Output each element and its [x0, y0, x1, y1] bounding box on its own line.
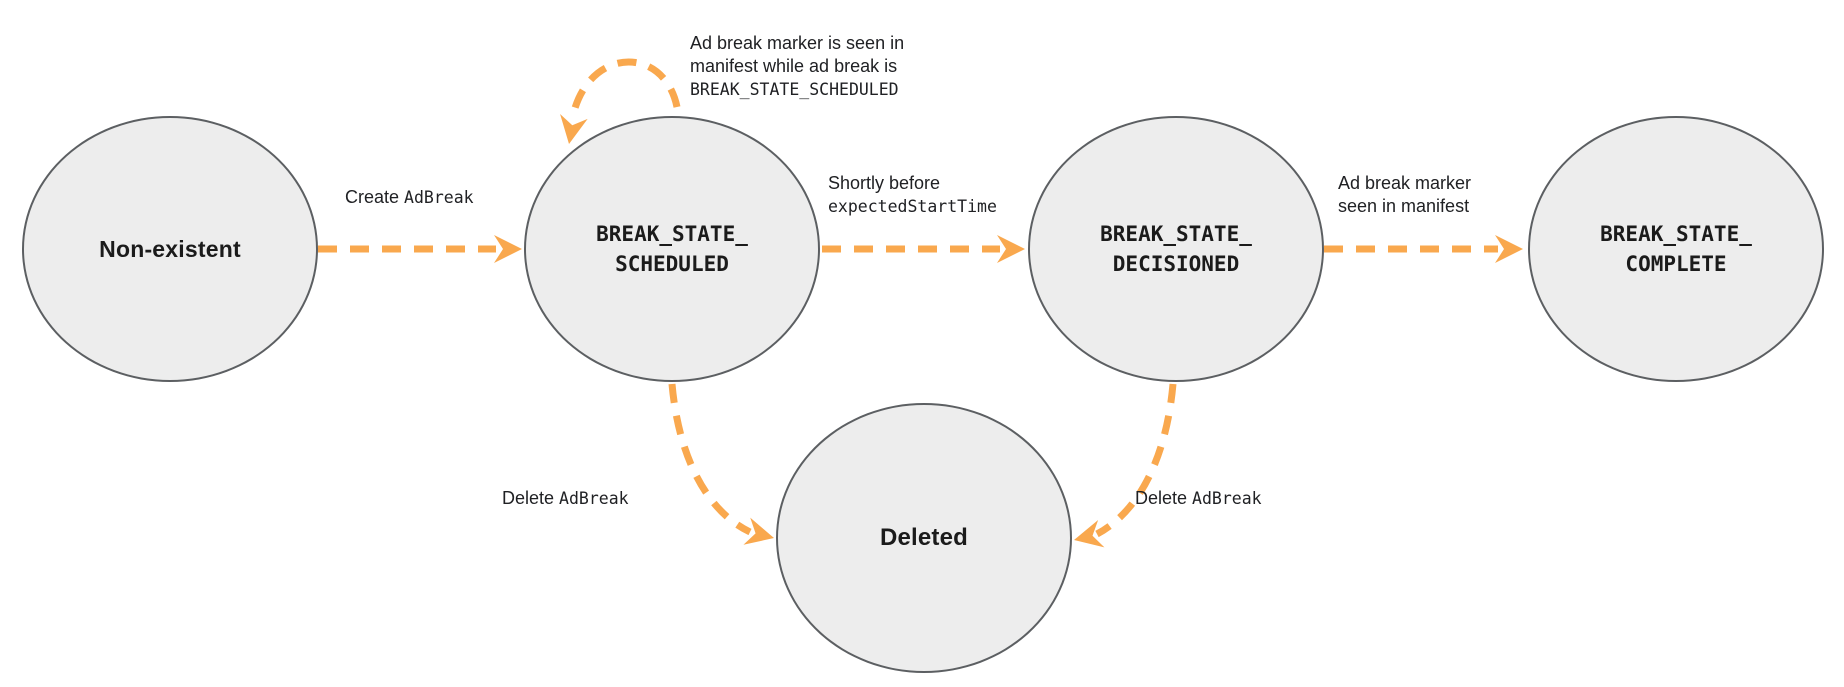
state-non-existent-label: Non-existent: [99, 235, 241, 262]
state-break-state-scheduled: BREAK_STATE_SCHEDULED: [524, 116, 820, 382]
transition-label-delete-adbreak-left: Delete AdBreak: [502, 488, 629, 508]
transition-label-delete-adbreak-right: Delete AdBreak: [1135, 488, 1262, 508]
arrow-delete-from-scheduled: [668, 383, 774, 545]
state-break-state-decisioned-label: BREAK_STATE_DECISIONED: [1100, 222, 1252, 276]
arrow-delete-from-decisioned: [1074, 383, 1177, 548]
arrow-marker-seen: [1324, 235, 1523, 263]
arrow-self-loop-scheduled: [560, 58, 681, 144]
transition-label-create-adbreak: Create AdBreak: [345, 187, 474, 207]
arrow-shortly-before: [822, 235, 1025, 263]
state-deleted-label: Deleted: [879, 524, 969, 551]
state-break-state-scheduled-label: BREAK_STATE_SCHEDULED: [596, 222, 748, 276]
state-deleted: Deleted: [776, 403, 1072, 673]
state-break-state-complete: BREAK_STATE_COMPLETE: [1528, 116, 1824, 382]
state-non-existent: Non-existent: [22, 116, 318, 382]
state-break-state-decisioned: BREAK_STATE_DECISIONED: [1028, 116, 1324, 382]
state-break-state-complete-label: BREAK_STATE_COMPLETE: [1600, 222, 1752, 276]
arrow-create-adbreak: [318, 235, 522, 263]
